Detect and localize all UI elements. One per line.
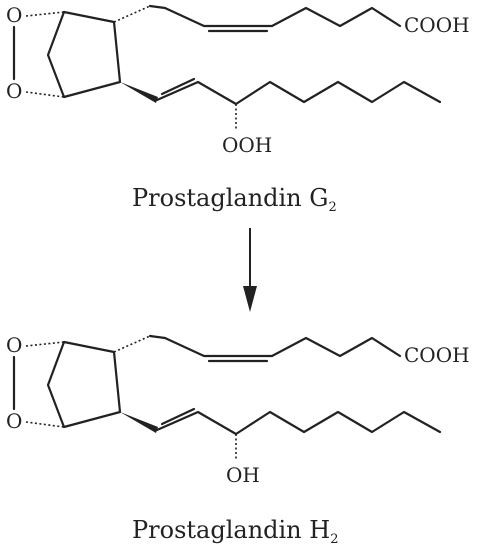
cyclopentane-ring: [46, 340, 122, 429]
structure-prostaglandin-g2: O O COOH OOH Prostaglandin G2: [6, 3, 470, 215]
trans-double-bond-inner: [160, 77, 196, 96]
wedge-bond-lower-chain: [120, 412, 158, 433]
hashed-bond-upper-chain: [113, 5, 151, 23]
acid-group-label: COOH: [404, 13, 470, 37]
prostaglandin-g2-name: Prostaglandin G2: [132, 184, 337, 215]
trans-double-bond-inner: [160, 407, 196, 426]
lower-chain: [155, 80, 442, 106]
cyclopentane-ring: [46, 10, 122, 99]
prostaglandin-h2-name: Prostaglandin H2: [132, 516, 338, 547]
wedge-bond-lower-chain: [120, 82, 158, 103]
upper-chain: [148, 334, 402, 358]
reaction-arrow-head: [243, 286, 257, 312]
peroxide-oxygen-bottom: O: [6, 79, 22, 103]
prostaglandin-h2-subscript: 2: [330, 532, 338, 547]
peroxide-oxygen-bottom: O: [6, 409, 22, 433]
structure-prostaglandin-h2: O O COOH OH Prostaglandin H2: [6, 333, 470, 547]
hydroperoxy-group-label: OOH: [222, 133, 272, 157]
hashed-bond-o-bottom: [25, 421, 65, 428]
prostaglandin-g2-name-text: Prostaglandin G: [132, 184, 328, 212]
hashed-bond-o-bottom: [25, 91, 65, 98]
upper-chain: [148, 4, 402, 28]
hashed-bond-o-top: [25, 341, 65, 347]
hydroxy-group-label: OH: [226, 463, 260, 487]
lower-chain: [155, 410, 442, 436]
peroxide-oxygen-top: O: [6, 333, 22, 357]
hashed-bond-o-top: [25, 11, 65, 17]
reaction-arrow: [243, 228, 257, 312]
peroxide-oxygen-top: O: [6, 3, 22, 27]
hashed-bond-upper-chain: [113, 335, 151, 353]
prostaglandin-g2-subscript: 2: [328, 200, 336, 215]
prostaglandin-h2-name-text: Prostaglandin H: [132, 516, 330, 544]
acid-group-label: COOH: [404, 343, 470, 367]
